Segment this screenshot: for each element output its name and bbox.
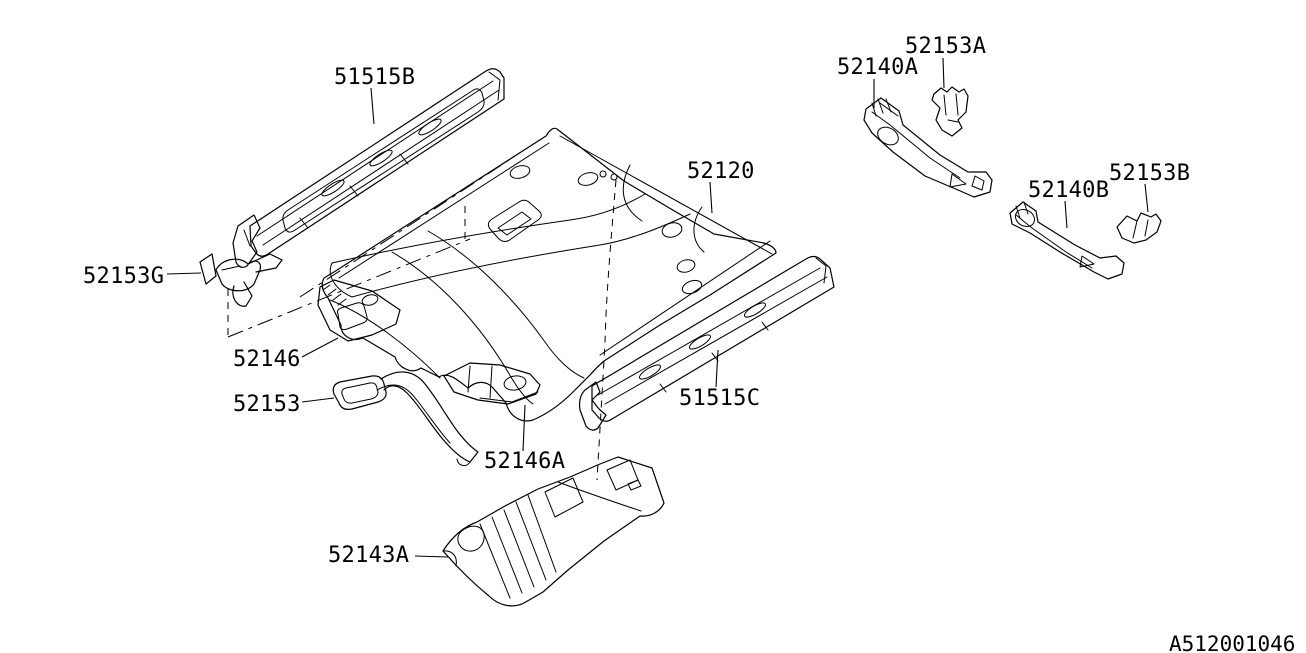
plate-hole xyxy=(361,294,379,306)
part-drawing-51515C xyxy=(578,255,835,431)
leader-line-52146A xyxy=(522,404,526,452)
leader-line-52140B xyxy=(1064,200,1068,229)
part-drawing-52153B xyxy=(1116,212,1162,244)
part-label-51515B[interactable]: 51515B xyxy=(334,65,415,90)
part-drawing-52146A xyxy=(443,362,541,405)
floor-hole xyxy=(661,222,683,238)
slot-hole xyxy=(369,149,393,167)
floor-hole xyxy=(509,165,531,179)
diagram-code: A512001046 xyxy=(1169,632,1295,653)
slot-hole xyxy=(418,118,442,136)
leader-line-52120 xyxy=(709,181,713,214)
part-drawing-52140B xyxy=(1009,201,1125,280)
part-drawing-51515B xyxy=(232,68,505,268)
leader-line-52146 xyxy=(301,337,339,358)
leader-line-52153G xyxy=(166,272,202,275)
edge-bump xyxy=(681,279,703,295)
plate-hole xyxy=(336,302,368,331)
part-drawing-52153 xyxy=(332,371,479,467)
sill-end-bracket xyxy=(578,381,607,431)
leader-line-51515C xyxy=(715,349,719,388)
slot-hole xyxy=(639,364,661,380)
part-label-52153G[interactable]: 52153G xyxy=(83,264,164,289)
leader-line-52153 xyxy=(301,397,335,403)
part-label-52153B[interactable]: 52153B xyxy=(1109,161,1190,186)
plate-hole xyxy=(503,375,527,391)
bolt-hole xyxy=(610,173,618,181)
leader-line-52153A xyxy=(942,57,945,89)
crossmember-hole xyxy=(877,126,899,146)
leader-line-51515B xyxy=(370,87,375,125)
triangle-hole xyxy=(949,173,967,188)
part-label-52120[interactable]: 52120 xyxy=(687,159,755,184)
shield-tab xyxy=(627,479,642,491)
slot-hole xyxy=(744,302,766,318)
part-label-51515C[interactable]: 51515C xyxy=(679,386,760,411)
floor-hole xyxy=(676,259,696,273)
part-label-52140A[interactable]: 52140A xyxy=(837,55,918,80)
part-drawing-52140A xyxy=(863,97,993,198)
triangle-hole xyxy=(1079,255,1095,268)
leader-line-52153B xyxy=(1144,183,1149,213)
part-drawing-52146 xyxy=(317,279,401,342)
sill-end-bracket xyxy=(232,214,261,268)
crossmember-hole xyxy=(1014,208,1036,228)
slot-hole xyxy=(321,179,345,197)
part-label-52146A[interactable]: 52146A xyxy=(484,449,565,474)
part-drawing-52120 xyxy=(321,127,777,422)
jack-access-hatch xyxy=(487,199,542,242)
leader-line-52143A xyxy=(414,555,449,558)
part-label-52146[interactable]: 52146 xyxy=(233,347,301,372)
reference-lines xyxy=(227,159,617,481)
part-label-52153[interactable]: 52153 xyxy=(233,392,301,417)
slot-hole xyxy=(689,334,711,350)
floor-hole xyxy=(577,172,599,186)
part-drawing-52153A xyxy=(931,86,969,137)
part-label-52140B[interactable]: 52140B xyxy=(1028,178,1109,203)
part-drawing-52143A xyxy=(442,456,665,607)
part-label-52143A[interactable]: 52143A xyxy=(328,543,409,568)
bolt-hole xyxy=(599,170,607,178)
part-label-52153A[interactable]: 52153A xyxy=(905,34,986,59)
part-drawing-52153G xyxy=(199,253,283,307)
